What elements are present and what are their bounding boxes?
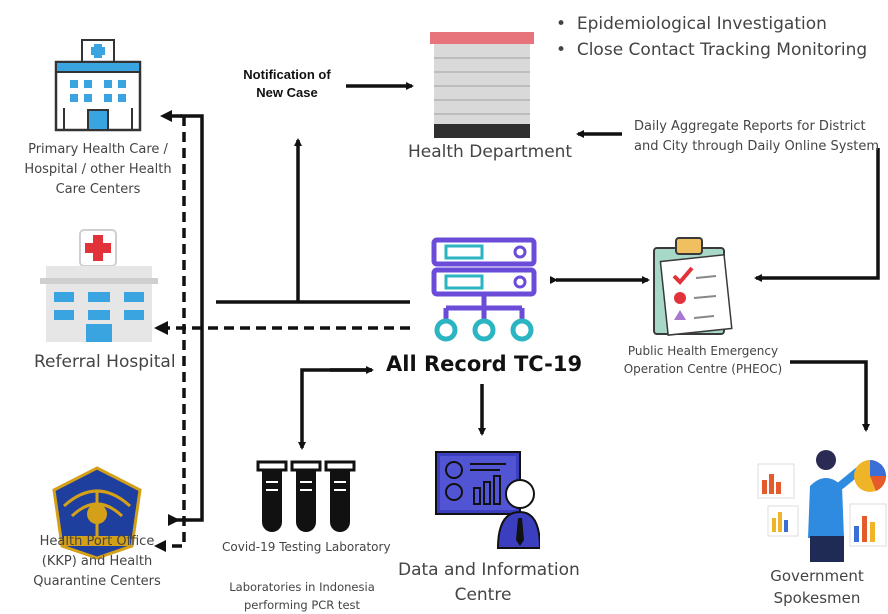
referral-dashed-arrowhead [154, 321, 168, 335]
port-dashed-arrowhead [154, 540, 166, 552]
data-centre-icon [435, 451, 540, 549]
primary-care-arrowhead [160, 110, 172, 122]
referral-hospital-label: Referral Hospital [34, 352, 176, 372]
port-arrowhead [168, 514, 180, 526]
covid-lab-label: Covid-19 Testing Laboratory [222, 540, 391, 554]
test-tubes-icon [256, 460, 356, 532]
server-icon [431, 237, 537, 342]
bullet-item-epidemiological: • Epidemiological Investigation [556, 14, 827, 34]
primary-care-hospital-icon [54, 39, 142, 132]
health-port-office-logo [52, 466, 142, 560]
daily-reports-label: Daily Aggregate Reports for District and… [634, 119, 879, 154]
health-port-label: Health Port Office (KKP) and Health Quar… [33, 534, 161, 589]
health-department-icon [430, 32, 534, 138]
all-record-title: All Record TC-19 [386, 352, 583, 376]
bullet-dot: • [556, 40, 577, 60]
health-department-label: Health Department [408, 142, 573, 162]
bullet-item-contact-tracking: • Close Contact Tracking Monitoring [556, 40, 868, 60]
reports-to-pheoc-arrow [754, 148, 880, 282]
referral-hospital-icon [40, 229, 158, 342]
spokesman-illustration [757, 450, 887, 562]
left-dashed-bracket [168, 116, 186, 548]
data-centre-label: Data and Information Centre [398, 560, 580, 605]
bullet-dot: • [556, 14, 577, 34]
labs-indonesia-label: Laboratories in Indonesia performing PCR… [229, 580, 375, 612]
pheoc-label: Public Health Emergency Operation Centre… [623, 344, 783, 376]
pheoc-to-spokesmen-arrow [790, 360, 870, 432]
notification-label: Notification of New Case [243, 67, 331, 100]
record-to-lab-arrow [298, 368, 372, 450]
primary-care-label: Primary Health Care / Hospital / other H… [24, 142, 172, 197]
pheoc-clipboard-icon [653, 237, 733, 336]
gov-spokesmen-label: Government Spokesmen [770, 567, 864, 607]
